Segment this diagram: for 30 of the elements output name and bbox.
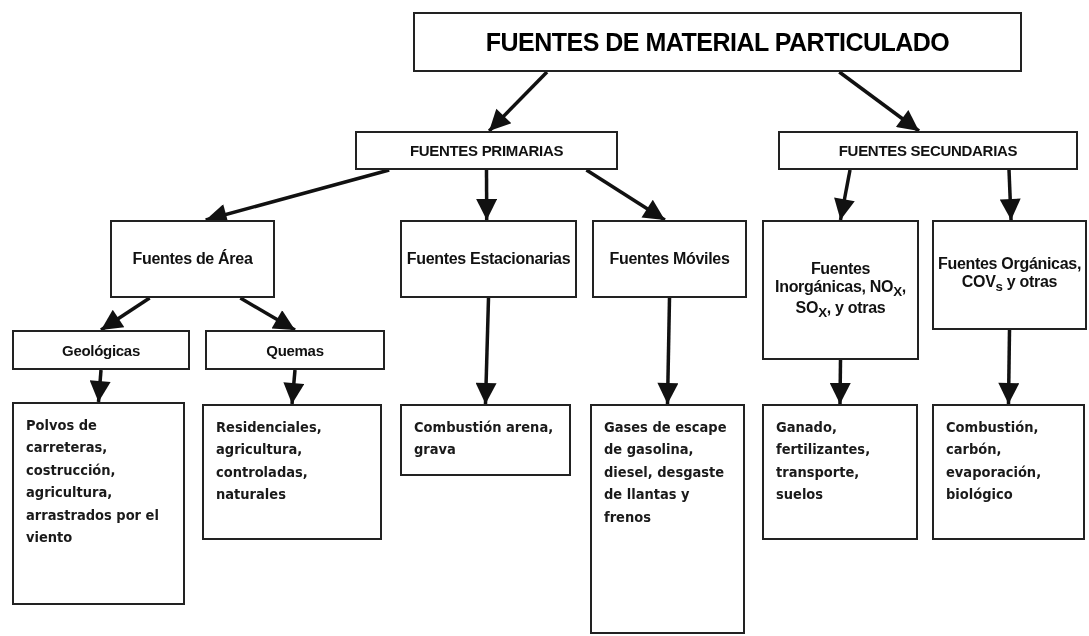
category-box: Fuentes Orgánicas, COV$_{s}$ y otras bbox=[932, 220, 1087, 330]
category-box: Fuentes Móviles bbox=[592, 220, 747, 298]
category-box: Fuentes de Área bbox=[110, 220, 275, 298]
arrow bbox=[487, 70, 549, 133]
arrow bbox=[100, 296, 151, 332]
arrow bbox=[834, 169, 855, 221]
title-box: FUENTES DE MATERIAL PARTICULADO bbox=[413, 12, 1022, 72]
arrow bbox=[476, 170, 498, 220]
text-box: Gases de escape de gasolina, diesel, desgaste de llantas y frenos bbox=[590, 404, 745, 634]
text-box: Polvos de carreteras, costrucción, agricultura, arrastrados por el viento bbox=[12, 402, 185, 605]
arrow bbox=[585, 168, 666, 222]
arrow bbox=[283, 369, 305, 405]
text-box: Residenciales, agricultura, controladas, naturales bbox=[202, 404, 382, 540]
text-box: Combustión, carbón, evaporación, biológico bbox=[932, 404, 1085, 540]
arrow bbox=[838, 70, 921, 133]
arrow bbox=[239, 296, 296, 332]
category-box: Fuentes Inorgánicas, NO$_{X}$, SO$_{X}$, y otras bbox=[762, 220, 919, 360]
arrow bbox=[89, 369, 111, 403]
arrow bbox=[657, 297, 679, 405]
arrow bbox=[829, 360, 851, 404]
category-box: FUENTES SECUNDARIAS bbox=[778, 131, 1078, 170]
arrow bbox=[998, 329, 1020, 405]
category-box: FUENTES PRIMARIAS bbox=[355, 131, 618, 170]
text-box: Ganado, fertilizantes, transporte, suelos bbox=[762, 404, 918, 540]
category-box: Quemas bbox=[205, 330, 385, 370]
arrow bbox=[999, 169, 1021, 221]
text-box: Combustión arena, grava bbox=[400, 404, 571, 476]
category-box: Geológicas bbox=[12, 330, 190, 370]
arrow bbox=[475, 297, 497, 405]
category-box: Fuentes Estacionarias bbox=[400, 220, 577, 298]
